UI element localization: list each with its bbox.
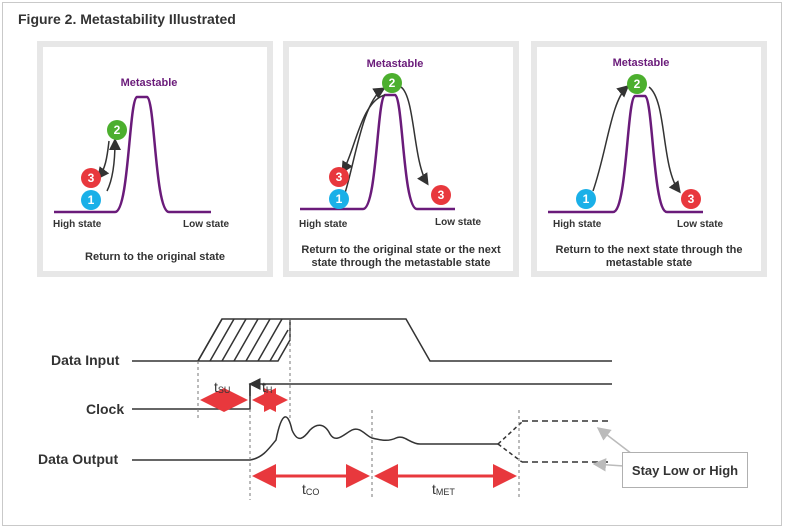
- energy-curve: [300, 93, 455, 211]
- tco-label: tCO: [302, 481, 319, 497]
- marker-1: [81, 190, 101, 210]
- panel-return-next: Metastable 1 2 3 High state Low state Re…: [531, 41, 767, 277]
- low-state-label: Low state: [183, 219, 230, 230]
- metastable-label: Metastable: [613, 57, 670, 69]
- marker-2-label: 2: [634, 77, 641, 91]
- metastable-label: Metastable: [367, 58, 424, 70]
- marker-3-label: 3: [688, 192, 695, 206]
- marker-3-label: 3: [88, 171, 95, 185]
- marker-2-label: 2: [114, 123, 121, 137]
- high-state-label: High state: [53, 219, 102, 230]
- panel-return-original: Metastable 3 1 2 High state Low state Re…: [37, 41, 273, 277]
- low-state-label: Low state: [677, 219, 724, 230]
- marker-3-right: [431, 185, 451, 205]
- transition-arrow-forward: [400, 86, 429, 186]
- marker-1-label: 1: [88, 193, 95, 207]
- tsu-label: tSU: [214, 379, 230, 395]
- tmet-label: tMET: [432, 481, 455, 497]
- marker-3-right-label: 3: [438, 188, 445, 202]
- clock-waveform: [132, 378, 612, 410]
- panel-original-or-next: Metastable 3 1 2 3 High state Low state …: [283, 41, 519, 277]
- panel-diagram: Metastable 3 1 2 High state Low state: [53, 77, 230, 230]
- energy-curve: [54, 95, 211, 214]
- panel-inner: [537, 47, 761, 271]
- panel-diagram: Metastable 1 2 3 High state Low state: [548, 57, 724, 230]
- callout-pointers: [592, 427, 633, 472]
- marker-2-label: 2: [389, 76, 396, 90]
- panel-diagram: Metastable 3 1 2 3 High state Low state: [299, 58, 482, 230]
- transition-arrow-forward: [648, 86, 681, 194]
- transition-arrow-up: [106, 138, 121, 192]
- transition-arrow-back: [341, 94, 386, 174]
- signal-label-clock: Clock: [86, 401, 125, 417]
- signal-label-data-input: Data Input: [51, 352, 120, 368]
- high-state-label: High state: [553, 219, 602, 230]
- data-input-waveform: [132, 318, 612, 362]
- panel-caption: Return to the original state or the next…: [301, 244, 501, 269]
- marker-1: [329, 189, 349, 209]
- marker-2: [627, 74, 647, 94]
- marker-2: [107, 120, 127, 140]
- panel-caption: Return to the next state through the met…: [555, 244, 743, 269]
- timing-arrows: [200, 388, 517, 488]
- stay-low-or-high-callout: Stay Low or High: [622, 452, 748, 488]
- marker-2: [382, 73, 402, 93]
- transition-arrow-up: [592, 85, 630, 192]
- figure-title: Figure 2. Metastability Illustrated: [18, 11, 236, 27]
- marker-3-left: [329, 167, 349, 187]
- metastable-label: Metastable: [121, 77, 178, 89]
- panel-caption: Return to the original state: [85, 250, 225, 263]
- marker-1-label: 1: [336, 192, 343, 206]
- marker-3-label: 3: [336, 170, 343, 184]
- high-state-label: High state: [299, 219, 348, 230]
- marker-1-label: 1: [583, 192, 590, 206]
- marker-3: [81, 168, 101, 188]
- marker-3: [681, 189, 701, 209]
- energy-curve: [548, 94, 703, 214]
- marker-1: [576, 189, 596, 209]
- th-label: tH: [262, 379, 272, 395]
- timing-guides: [197, 319, 520, 500]
- low-state-label: Low state: [435, 217, 482, 228]
- transition-arrow-up: [344, 87, 386, 194]
- signal-label-data-output: Data Output: [38, 451, 119, 467]
